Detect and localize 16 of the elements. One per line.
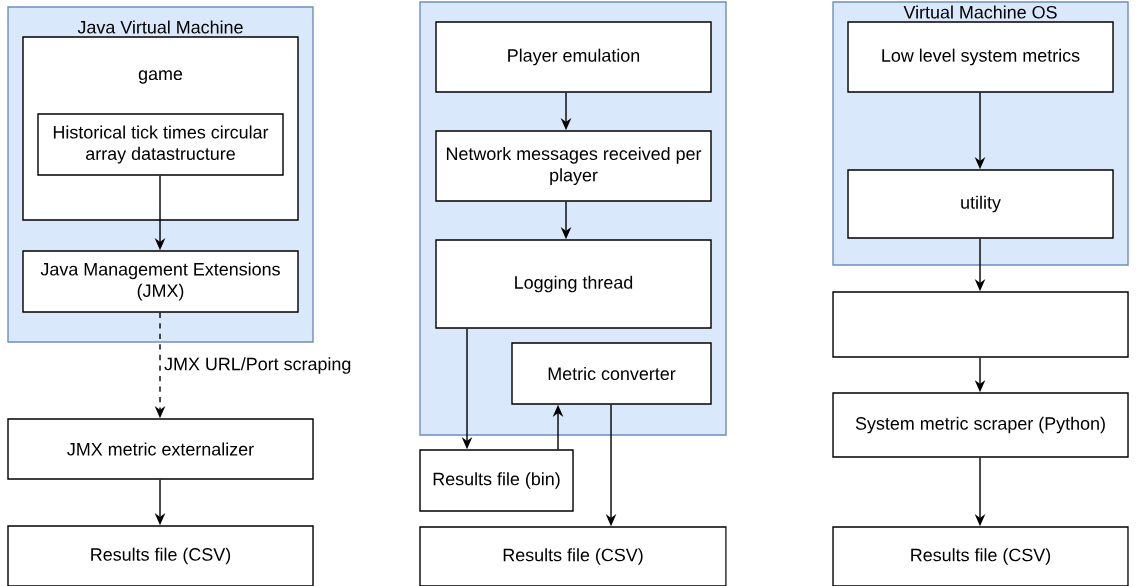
process-box: System metric scraper (Python) — [832, 392, 1129, 458]
process-box: Network messages received per player — [435, 130, 712, 202]
process-box: JMX metric externalizer — [7, 418, 314, 480]
edge-label: JMX URL/Port scraping — [164, 357, 351, 374]
process-box: Java Management Extensions (JMX) — [22, 250, 299, 313]
process-box — [832, 291, 1129, 358]
process-box: utility — [847, 169, 1114, 239]
process-box: Results file (CSV) — [832, 526, 1129, 586]
process-box: Low level system metrics — [847, 21, 1114, 93]
process-box: Historical tick times circular array datastructure — [37, 113, 284, 176]
process-box: Logging thread — [435, 239, 712, 329]
process-box: Metric converter — [511, 342, 712, 405]
process-box: Results file (bin) — [419, 449, 574, 512]
process-box: Results file (CSV) — [7, 525, 314, 586]
process-box: Player emulation — [435, 21, 712, 93]
process-box: Results file (CSV) — [419, 526, 727, 586]
